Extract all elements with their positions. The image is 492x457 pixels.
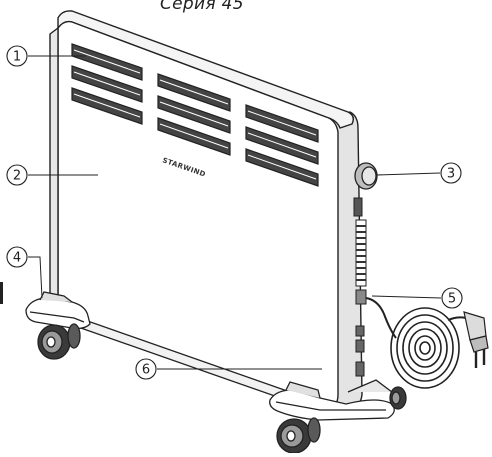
caster-wheel — [389, 386, 407, 410]
power-cord — [355, 289, 467, 389]
caster-wheel — [37, 323, 81, 360]
callout-4: 4 — [6, 246, 28, 268]
svg-text:4: 4 — [13, 251, 21, 266]
heater-left-edge — [49, 27, 61, 315]
svg-text:1: 1 — [13, 50, 21, 65]
power-plug — [463, 311, 489, 368]
callout-3: 3 — [440, 162, 462, 184]
callout-1: 1 — [6, 45, 28, 67]
foot-right — [269, 379, 407, 454]
callouts: 1 2 3 4 5 6 — [6, 45, 463, 380]
callout-2: 2 — [6, 164, 28, 186]
callout-leader-4 — [28, 256, 43, 299]
callout-6: 6 — [135, 358, 157, 380]
svg-text:6: 6 — [142, 363, 150, 378]
callout-leader-3 — [375, 172, 441, 176]
heater-body — [49, 10, 363, 413]
svg-text:3: 3 — [447, 167, 455, 182]
svg-text:2: 2 — [13, 169, 21, 184]
foot-left — [25, 291, 91, 360]
callout-5: 5 — [441, 287, 463, 309]
thermostat-knob — [354, 162, 378, 190]
caster-wheel — [276, 417, 321, 454]
side-vents — [353, 197, 367, 377]
edge-mark — [0, 282, 3, 304]
callout-leader-5 — [371, 295, 442, 299]
grille-highlights — [73, 49, 317, 180]
diagram-title: Серия 45 — [160, 0, 244, 14]
svg-text:5: 5 — [448, 292, 456, 307]
callout-leaders — [28, 55, 442, 370]
